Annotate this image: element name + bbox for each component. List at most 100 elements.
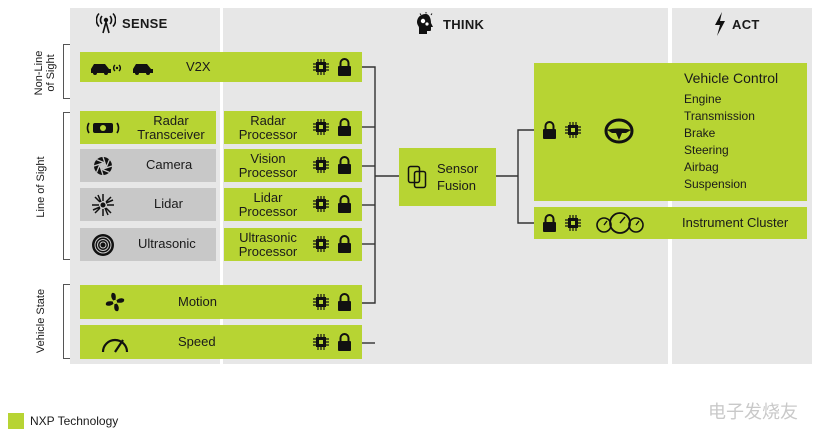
bracket-non-line-of-sight xyxy=(63,44,70,99)
sensor-fusion-line1: Sensor xyxy=(437,161,479,176)
radar-line1: Radar xyxy=(153,113,189,128)
vehicles-communicating-icon xyxy=(91,64,153,75)
vehicle-control-list: Engine Transmission Brake Steering Airba… xyxy=(684,91,755,193)
vehicle-control-item: Brake xyxy=(684,126,716,140)
lidar-processor-tech-icons xyxy=(312,195,352,213)
chip-icon xyxy=(313,294,329,310)
motion-label: Motion xyxy=(178,294,218,309)
radar-processor-line2: Processor xyxy=(238,127,298,142)
lidar-processor-line1: Lidar xyxy=(253,190,283,205)
lock-icon xyxy=(543,121,556,139)
v2x-label: V2X xyxy=(186,59,211,74)
motion-tech-icons xyxy=(312,293,352,311)
speedometer-icon xyxy=(101,338,129,353)
lightning-icon xyxy=(715,12,725,36)
speed-tech-icons xyxy=(312,333,352,351)
vehicle-control-item: Transmission xyxy=(684,109,755,123)
bracket-vehicle-state xyxy=(63,284,70,359)
ultrasonic-waves-icon xyxy=(92,234,114,256)
ultrasonic-label: Ultrasonic xyxy=(138,236,196,251)
sense-title: SENSE xyxy=(122,15,168,31)
radar-processor-line1: Radar xyxy=(250,113,286,128)
instrument-cluster-label: Instrument Cluster xyxy=(682,215,789,230)
ultrasonic-processor-tech-icons xyxy=(312,235,352,253)
sensor-fusion-label: Sensor Fusion xyxy=(437,160,478,194)
watermark: 电子发烧友 xyxy=(708,402,798,423)
chip-icon xyxy=(565,122,581,138)
lock-icon xyxy=(338,118,351,136)
vision-processor-line1: Vision xyxy=(250,151,286,166)
radar-transceiver-box: Radar Transceiver xyxy=(80,111,216,144)
lock-icon xyxy=(338,58,351,76)
legend-swatch xyxy=(8,413,24,429)
sensor-fusion-line2: Fusion xyxy=(437,178,477,193)
speed-row: Speed xyxy=(80,325,362,359)
steering-wheel-icon xyxy=(604,118,634,144)
gauges-icon xyxy=(596,212,644,234)
vehicle-control-title: Vehicle Control xyxy=(684,70,779,86)
radar-processor-label: Radar Processor xyxy=(228,114,308,142)
sensor-fusion-box: Sensor Fusion xyxy=(399,148,496,206)
antenna-icon xyxy=(96,12,116,34)
vehicle-control-item: Engine xyxy=(684,92,722,106)
lock-icon xyxy=(338,333,351,351)
sense-header: SENSE xyxy=(96,12,168,34)
lidar-processor-label: Lidar Processor xyxy=(228,191,308,219)
chip-icon xyxy=(313,236,329,252)
think-title: THINK xyxy=(443,16,485,32)
radar-line2: Transceiver xyxy=(137,127,205,142)
vehicle-control-box: Vehicle Control Engine Transmission Brak… xyxy=(534,63,807,201)
ultrasonic-processor-line1: Ultrasonic xyxy=(239,230,297,245)
radar-processor-box: Radar Processor xyxy=(224,111,362,144)
ultrasonic-processor-box: Ultrasonic Processor xyxy=(224,228,362,261)
fan-icon xyxy=(105,292,125,312)
lidar-processor-box: Lidar Processor xyxy=(224,188,362,221)
radar-icon xyxy=(86,122,120,134)
chip-icon xyxy=(313,196,329,212)
v2x-row: V2X xyxy=(80,52,362,82)
head-gears-icon xyxy=(417,12,433,34)
radar-processor-tech-icons xyxy=(312,118,352,136)
speed-label: Speed xyxy=(178,334,216,349)
lidar-box: Lidar xyxy=(80,188,216,221)
ultrasonic-box: Ultrasonic xyxy=(80,228,216,261)
vehicle-control-item: Suspension xyxy=(684,177,747,191)
ultrasonic-processor-label: Ultrasonic Processor xyxy=(228,231,308,259)
lock-icon xyxy=(338,156,351,174)
motion-row: Motion xyxy=(80,285,362,319)
lock-icon xyxy=(543,214,556,232)
camera-aperture-icon xyxy=(93,156,113,176)
camera-label: Camera xyxy=(146,157,193,172)
camera-box: Camera xyxy=(80,149,216,182)
lock-icon xyxy=(338,195,351,213)
ultrasonic-processor-line2: Processor xyxy=(238,244,298,259)
bracket-line-of-sight xyxy=(63,112,70,260)
chip-icon xyxy=(313,59,329,75)
lidar-burst-icon xyxy=(92,194,114,216)
lidar-label: Lidar xyxy=(154,196,183,211)
chip-icon xyxy=(313,119,329,135)
radar-transceiver-label: Radar Transceiver xyxy=(128,114,214,142)
chip-icon xyxy=(565,215,581,231)
lidar-processor-line2: Processor xyxy=(238,204,298,219)
vision-processor-box: Vision Processor xyxy=(224,149,362,182)
act-header: ACT xyxy=(714,12,760,36)
overlapping-layers-icon xyxy=(407,165,427,189)
legend-label: NXP Technology xyxy=(30,414,119,428)
vision-processor-label: Vision Processor xyxy=(228,152,308,180)
chip-icon xyxy=(313,334,329,350)
vision-processor-line2: Processor xyxy=(238,165,298,180)
vehicle-control-item: Steering xyxy=(684,143,729,157)
v2x-tech-icons xyxy=(312,58,352,76)
lock-icon xyxy=(338,293,351,311)
vision-processor-tech-icons xyxy=(312,156,352,174)
instrument-cluster-box: Instrument Cluster xyxy=(534,207,807,239)
think-header: THINK xyxy=(415,12,484,36)
lock-icon xyxy=(338,235,351,253)
act-title: ACT xyxy=(732,16,760,32)
chip-icon xyxy=(313,157,329,173)
vehicle-control-item: Airbag xyxy=(684,160,719,174)
instrument-cluster-tech-icons xyxy=(542,214,582,232)
vehicle-control-tech-icons xyxy=(542,121,582,139)
